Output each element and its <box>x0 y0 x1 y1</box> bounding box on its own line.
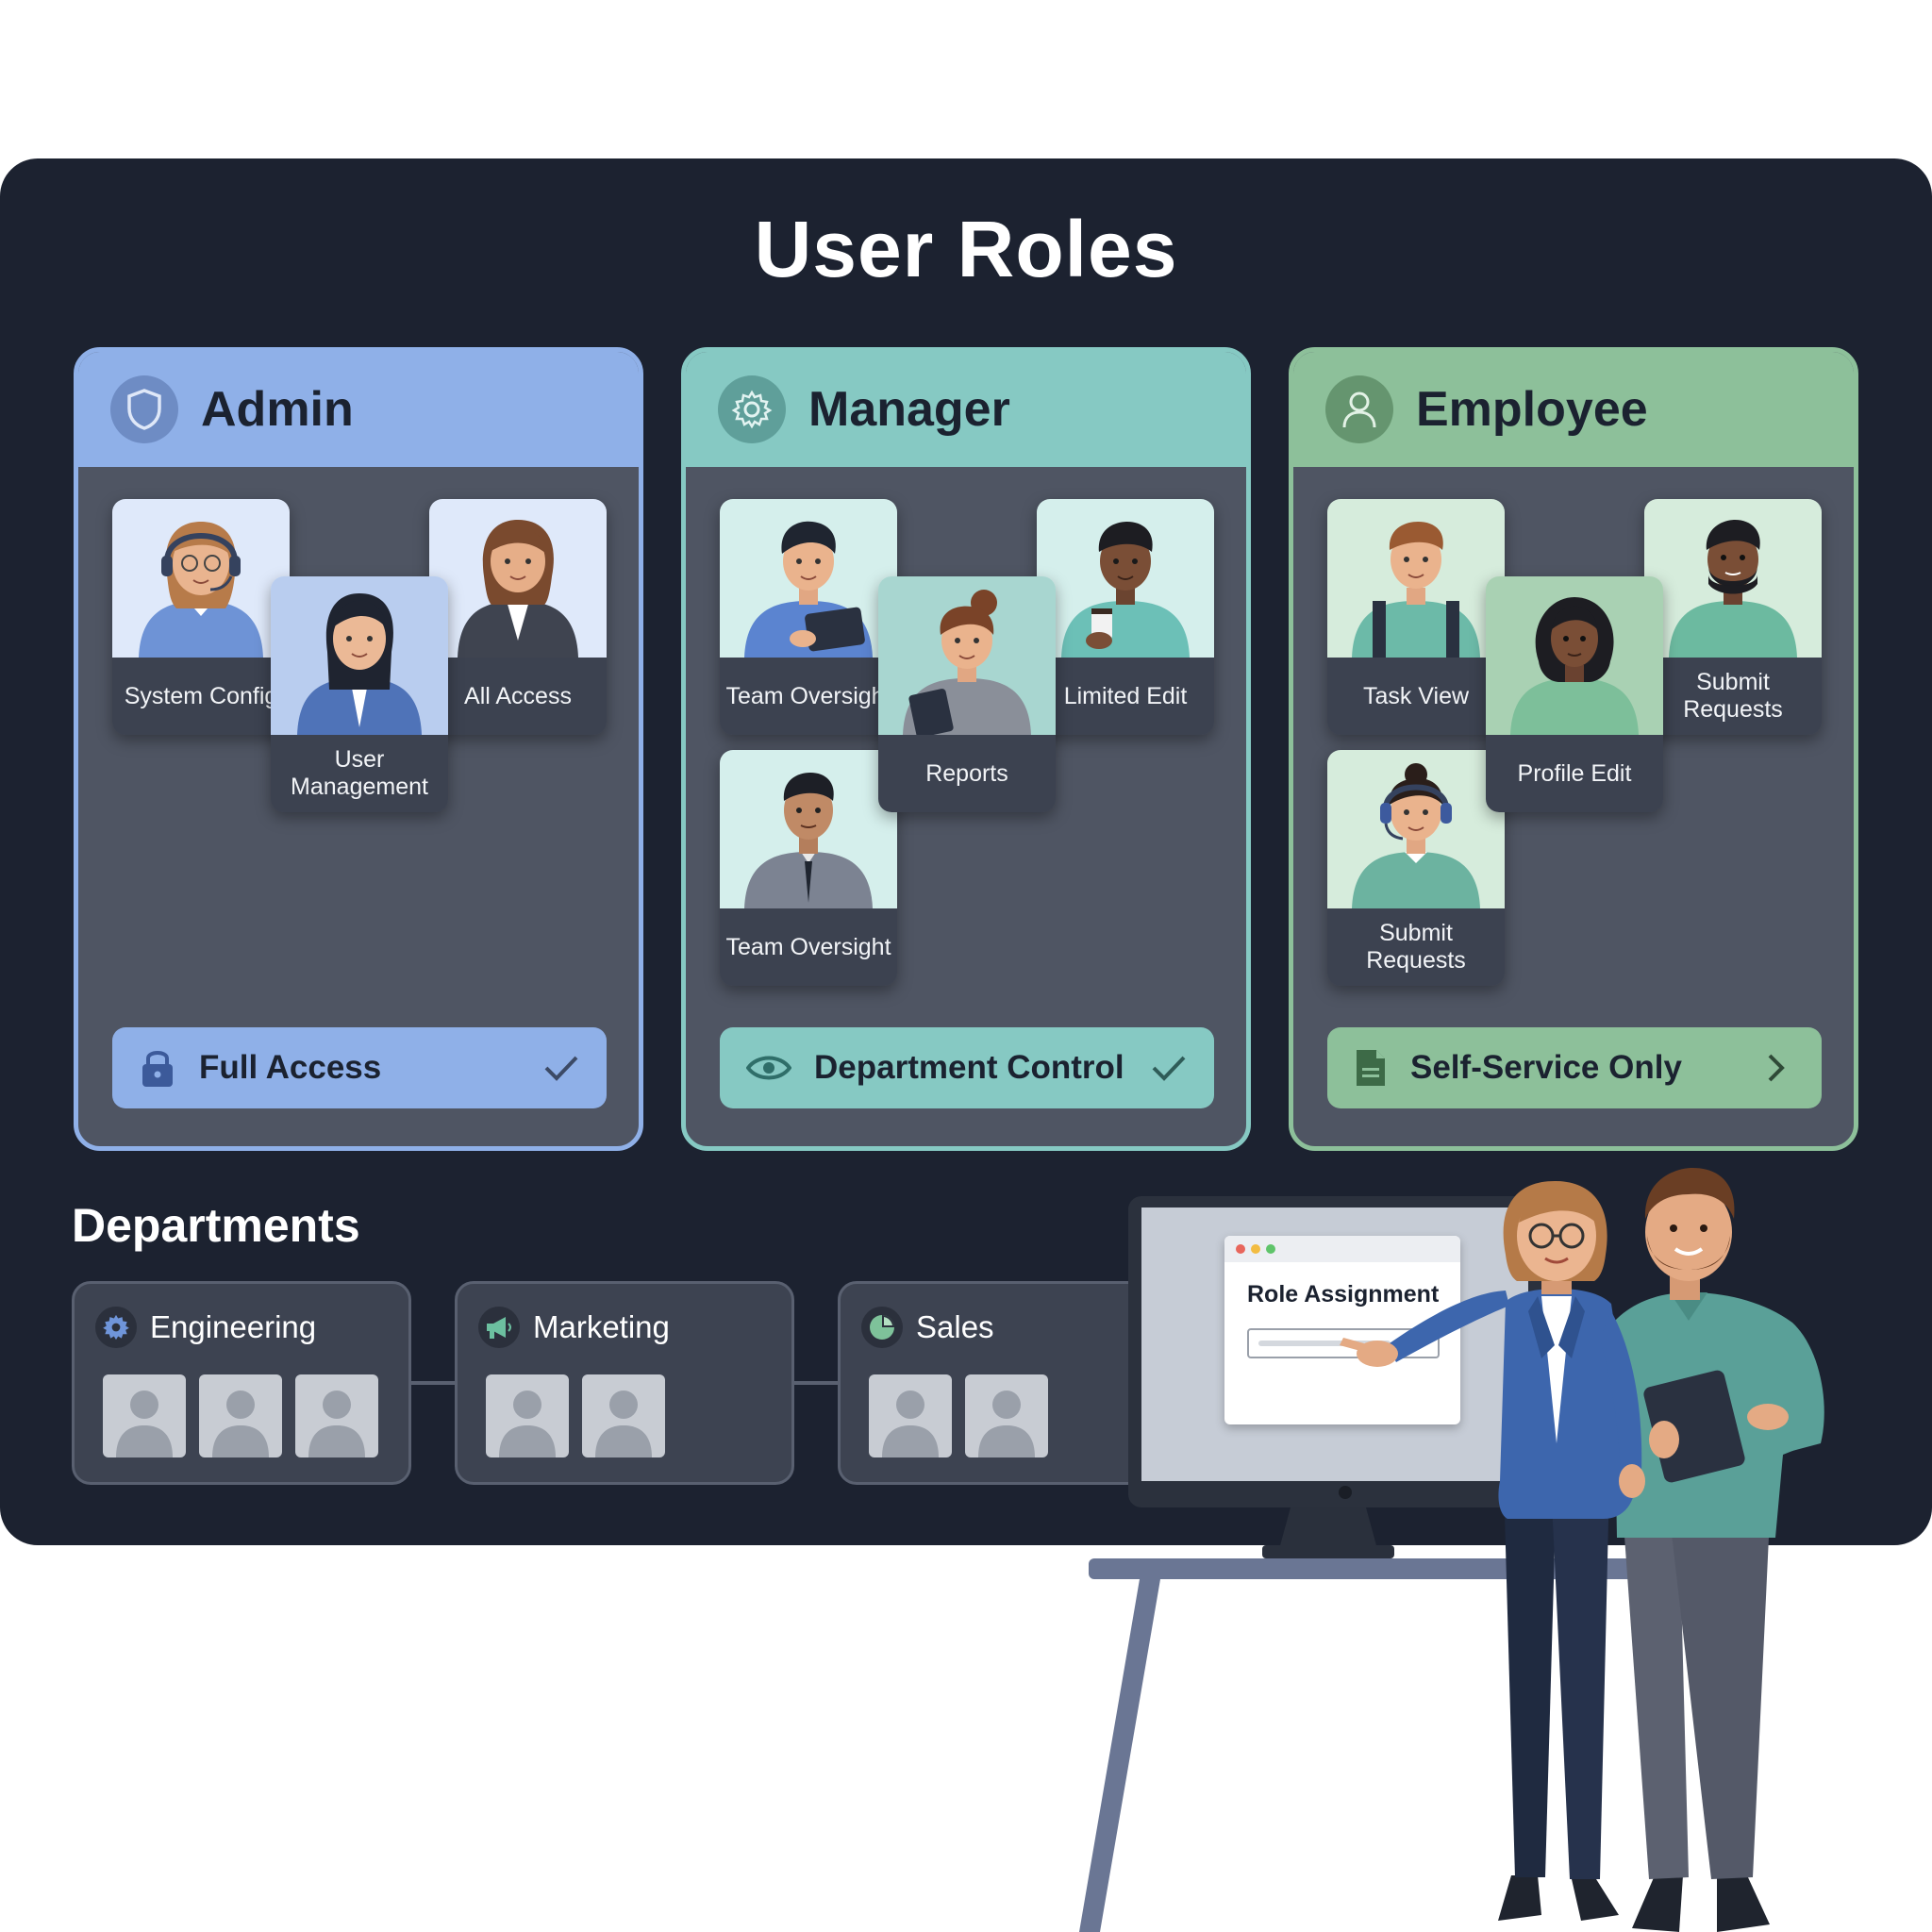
permission-tile[interactable]: All Access <box>429 499 607 735</box>
document-icon <box>1357 1050 1385 1086</box>
dept-connector <box>411 1381 455 1385</box>
tile-label: Submit Requests <box>1644 658 1822 735</box>
department-card-sales[interactable]: Sales <box>838 1281 1177 1485</box>
pie-chart-icon <box>861 1307 903 1348</box>
department-name: Engineering <box>150 1309 317 1344</box>
permission-tile[interactable]: System Config <box>112 499 290 735</box>
minimize-dot-icon[interactable] <box>1251 1244 1260 1254</box>
eye-icon <box>746 1056 791 1080</box>
dept-connector <box>794 1381 838 1385</box>
megaphone-icon <box>478 1307 520 1348</box>
member-avatar[interactable] <box>582 1374 665 1457</box>
tile-label: Team Oversight <box>720 908 897 986</box>
shield-icon <box>110 375 178 443</box>
close-dot-icon[interactable] <box>1236 1244 1245 1254</box>
department-name: Sales <box>916 1309 994 1344</box>
department-card-marketing[interactable]: Marketing <box>455 1281 794 1485</box>
permission-tile[interactable]: Submit Requests <box>1644 499 1822 735</box>
role-card-employee[interactable]: Employee Task View <box>1289 347 1858 1151</box>
access-level-badge[interactable]: Department Control <box>720 1027 1214 1108</box>
gear-icon <box>95 1307 137 1348</box>
member-avatar[interactable] <box>869 1374 952 1457</box>
member-avatar[interactable] <box>103 1374 186 1457</box>
member-avatar[interactable] <box>199 1374 282 1457</box>
tile-label: Profile Edit <box>1486 735 1663 812</box>
tile-label: Submit Requests <box>1327 908 1505 986</box>
tile-label: All Access <box>429 658 607 735</box>
tile-label: Reports <box>878 735 1056 812</box>
user-icon <box>1325 375 1393 443</box>
lock-icon <box>142 1051 173 1087</box>
maximize-dot-icon[interactable] <box>1266 1244 1275 1254</box>
permission-tile[interactable]: Team Oversight <box>720 499 897 735</box>
page-title: User Roles <box>754 205 1178 293</box>
window-title: Role Assignment <box>1247 1281 1440 1307</box>
access-level-badge[interactable]: Full Access <box>112 1027 607 1108</box>
permission-tile[interactable]: User Management <box>271 576 448 812</box>
badge-label: Department Control <box>814 1049 1124 1086</box>
permission-tile[interactable]: Limited Edit <box>1037 499 1214 735</box>
tile-label: Team Oversight <box>720 658 897 735</box>
tile-label: Task View <box>1327 658 1505 735</box>
permission-tile[interactable]: Team Oversight <box>720 750 897 986</box>
badge-label: Self-Service Only <box>1410 1049 1682 1086</box>
role-title: Admin <box>201 382 354 437</box>
gear-icon <box>718 375 786 443</box>
role-card-manager[interactable]: Manager Team Oversight <box>681 347 1251 1151</box>
permission-tile[interactable]: Profile Edit <box>1486 576 1663 812</box>
chevron-right-icon <box>1748 1052 1805 1084</box>
member-avatar[interactable] <box>486 1374 569 1457</box>
checkmark-icon <box>1141 1053 1197 1083</box>
permission-tile[interactable]: Reports <box>878 576 1056 812</box>
role-card-header: Manager <box>686 352 1246 467</box>
access-level-badge[interactable]: Self-Service Only <box>1327 1027 1822 1108</box>
badge-label: Full Access <box>199 1049 382 1086</box>
tile-label: System Config <box>112 658 290 735</box>
checkmark-icon <box>533 1053 590 1083</box>
role-title: Manager <box>808 382 1010 437</box>
department-name: Marketing <box>533 1309 670 1344</box>
role-title: Employee <box>1416 382 1648 437</box>
member-avatar[interactable] <box>295 1374 378 1457</box>
departments-heading: Departments <box>72 1199 360 1252</box>
tile-label: User Management <box>271 735 448 812</box>
tile-label: Limited Edit <box>1037 658 1214 735</box>
member-avatar[interactable] <box>965 1374 1048 1457</box>
role-card-admin[interactable]: Admin System Config <box>74 347 643 1151</box>
permission-tile[interactable]: Submit Requests <box>1327 750 1505 986</box>
department-card-engineering[interactable]: Engineering <box>72 1281 411 1485</box>
role-card-header: Admin <box>78 352 639 467</box>
role-assignment-window[interactable]: Role Assignment <box>1224 1236 1460 1424</box>
role-card-header: Employee <box>1293 352 1854 467</box>
permission-tile[interactable]: Task View <box>1327 499 1505 735</box>
people-illustration <box>1340 1168 1824 1932</box>
